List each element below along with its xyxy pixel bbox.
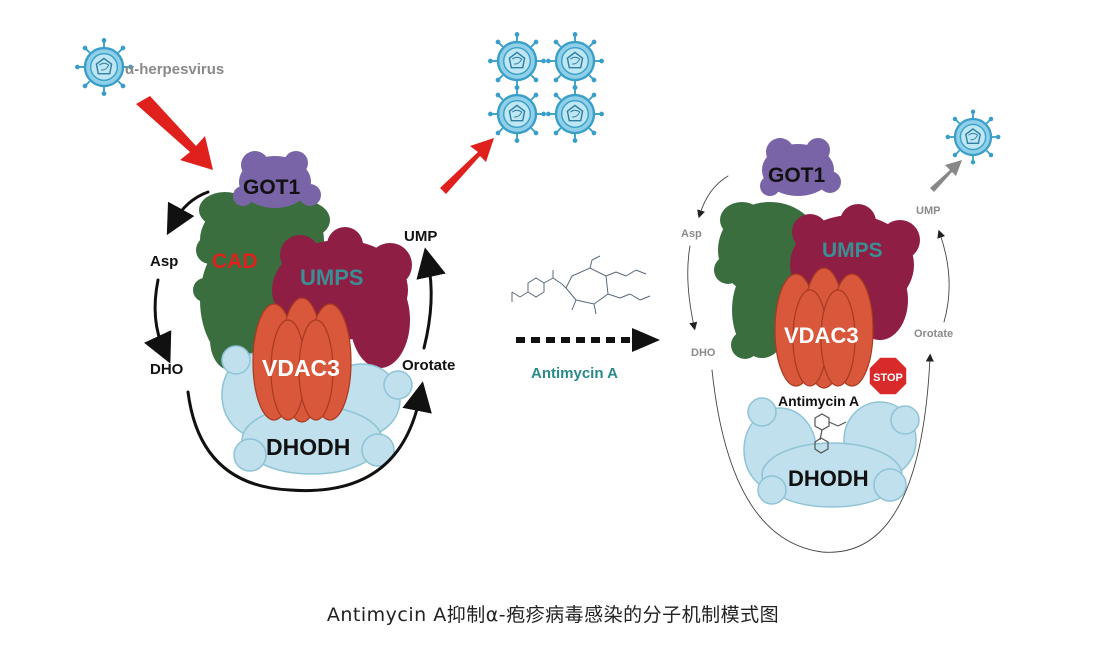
umps-label: UMPS bbox=[300, 265, 364, 290]
right-dho-label: DHO bbox=[691, 347, 716, 359]
figure-caption: Antimycin A抑制α-疱疹病毒感染的分子机制模式图 bbox=[326, 604, 780, 626]
left-pathway-arrows bbox=[144, 190, 446, 493]
got1-protein bbox=[233, 151, 321, 208]
inhibitor-molecule-icon bbox=[814, 413, 847, 454]
replication-arrow bbox=[440, 138, 494, 194]
got1-label: GOT1 bbox=[243, 176, 300, 199]
right-asp-label: Asp bbox=[681, 228, 702, 240]
right-got1-protein bbox=[760, 138, 841, 196]
cad-label: CAD bbox=[212, 250, 258, 273]
single-virus-icon bbox=[944, 108, 1002, 166]
left-complex bbox=[193, 151, 413, 475]
reduced-replication-arrow bbox=[930, 160, 962, 192]
right-pathway-arrows bbox=[687, 175, 950, 553]
vdac3-protein bbox=[252, 297, 352, 423]
dho-label: DHO bbox=[150, 361, 184, 378]
antimycin-structure-icon bbox=[511, 255, 651, 315]
orotate-label: Orotate bbox=[402, 357, 455, 374]
vdac3-label: VDAC3 bbox=[262, 355, 340, 381]
right-drug-label: Antimycin A bbox=[778, 393, 859, 409]
dhodh-protein bbox=[221, 345, 413, 475]
right-got1-label: GOT1 bbox=[768, 164, 825, 187]
virus-label: α-herpesvirus bbox=[125, 61, 224, 78]
stop-sign-text: STOP bbox=[873, 372, 903, 384]
drug-label: Antimycin A bbox=[531, 365, 618, 382]
right-vdac3-protein bbox=[774, 267, 874, 389]
infection-arrow bbox=[136, 96, 213, 170]
right-dhodh-label: DHODH bbox=[788, 466, 869, 491]
ump-label: UMP bbox=[404, 228, 437, 245]
stop-sign-icon: STOP bbox=[868, 356, 908, 396]
right-orotate-label: Orotate bbox=[914, 328, 953, 340]
right-vdac3-label: VDAC3 bbox=[784, 323, 859, 348]
dhodh-label: DHODH bbox=[266, 434, 350, 460]
asp-label: Asp bbox=[150, 253, 178, 270]
virus-progeny-icon bbox=[486, 30, 606, 145]
right-complex bbox=[714, 138, 920, 508]
right-dhodh-protein bbox=[743, 397, 920, 508]
drug-treatment-arrow bbox=[516, 328, 660, 352]
right-umps-label: UMPS bbox=[822, 239, 883, 262]
right-ump-label: UMP bbox=[916, 205, 940, 217]
